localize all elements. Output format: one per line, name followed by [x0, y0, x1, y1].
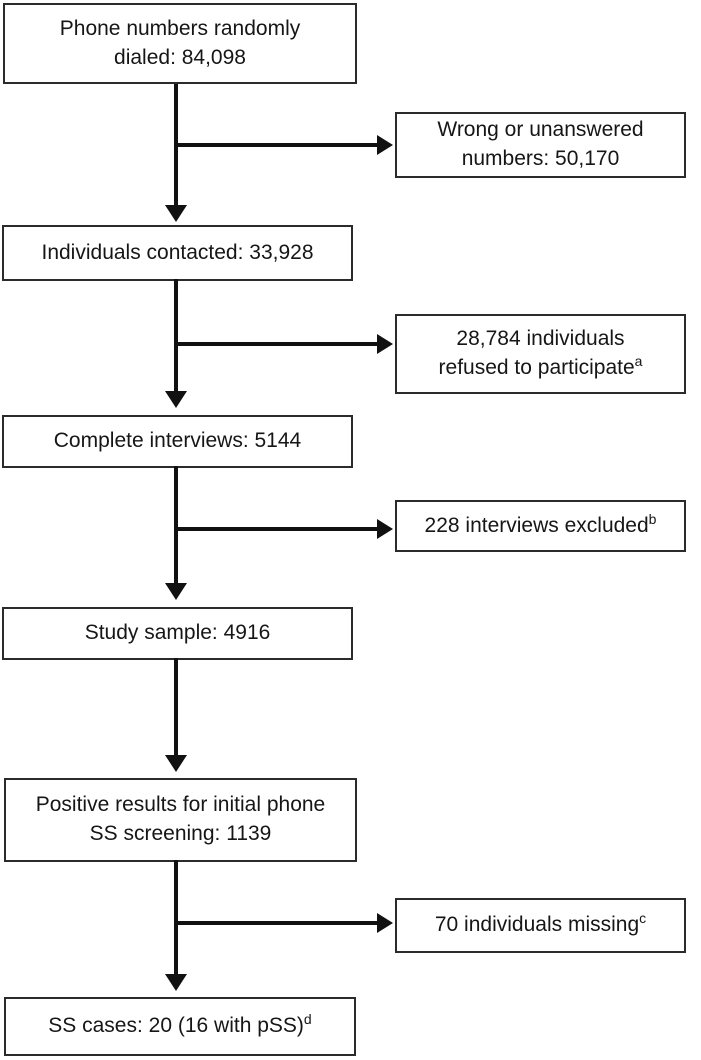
arrowhead-right-1-icon: [377, 135, 393, 155]
flow-node-individuals-contacted-label: Individuals contacted: 33,928: [35, 237, 319, 270]
arrowhead-right-2-icon: [377, 334, 393, 354]
flow-node-individuals-missing: 70 individuals missingc: [395, 898, 686, 953]
arrowhead-down-5-icon: [165, 974, 187, 991]
flow-node-positive-screening: Positive results for initial phone SS sc…: [4, 778, 357, 862]
flow-node-interviews-excluded-text: 228 interviews excluded: [424, 513, 649, 537]
flow-node-study-sample: Study sample: 4916: [2, 607, 353, 660]
flow-node-complete-interviews-label: Complete interviews: 5144: [48, 425, 307, 458]
flow-node-individuals-contacted: Individuals contacted: 33,928: [2, 225, 353, 281]
arrowhead-down-4-icon: [165, 755, 187, 772]
flow-node-individuals-missing-label: 70 individuals missingc: [429, 909, 652, 942]
arrowhead-down-2-icon: [165, 391, 187, 408]
flow-node-study-sample-text: Study sample: 4916: [84, 621, 271, 645]
flow-node-individuals-missing-sup: c: [639, 910, 647, 927]
branch-line-3: [176, 527, 379, 531]
flow-node-interviews-excluded: 228 interviews excludedb: [395, 500, 686, 552]
flow-node-ss-cases-sup: d: [303, 1011, 312, 1028]
arrow-line-2: [174, 279, 178, 393]
arrowhead-down-1-icon: [165, 205, 187, 222]
flow-node-interviews-excluded-sup: b: [648, 510, 657, 527]
flow-node-refused-label: 28,784 individuals refused to participat…: [433, 323, 649, 385]
flow-node-phone-dialed-label: Phone numbers randomly dialed: 84,098: [54, 13, 306, 75]
flow-node-refused-sup: a: [634, 353, 643, 369]
arrow-line-5: [174, 860, 178, 976]
arrowhead-right-4-icon: [377, 913, 393, 933]
flow-node-ss-cases-text: SS cases: 20 (16 with pSS): [48, 1014, 304, 1038]
flow-node-wrong-numbers-label: Wrong or unanswered numbers: 50,170: [431, 114, 649, 176]
branch-line-2: [176, 342, 379, 346]
flow-node-interviews-excluded-label: 228 interviews excludedb: [419, 510, 663, 543]
arrowhead-right-3-icon: [377, 519, 393, 539]
flow-node-individuals-missing-text: 70 individuals missing: [434, 913, 640, 937]
flow-node-ss-cases-label: SS cases: 20 (16 with pSS)d: [42, 1010, 317, 1043]
flow-node-wrong-numbers: Wrong or unanswered numbers: 50,170: [395, 112, 686, 178]
arrow-line-3: [174, 466, 178, 585]
flow-node-phone-dialed: Phone numbers randomly dialed: 84,098: [3, 3, 357, 84]
branch-line-4: [176, 921, 379, 925]
flow-node-complete-interviews-text: Complete interviews: 5144: [53, 429, 302, 453]
flow-node-phone-dialed-text: Phone numbers randomly dialed: 84,098: [59, 16, 301, 69]
flow-node-positive-screening-label: Positive results for initial phone SS sc…: [30, 789, 331, 851]
flow-node-positive-screening-text: Positive results for initial phone SS sc…: [35, 793, 326, 845]
flow-node-refused: 28,784 individuals refused to participat…: [395, 314, 686, 394]
flow-node-individuals-contacted-text: Individuals contacted: 33,928: [41, 240, 314, 264]
flow-node-refused-text: 28,784 individuals refused to participat…: [438, 327, 635, 379]
arrowhead-down-3-icon: [165, 583, 187, 600]
branch-line-1: [176, 143, 379, 147]
flow-node-ss-cases: SS cases: 20 (16 with pSS)d: [4, 997, 356, 1056]
flow-node-complete-interviews: Complete interviews: 5144: [2, 415, 353, 468]
flow-node-study-sample-label: Study sample: 4916: [79, 617, 277, 650]
flow-node-wrong-numbers-text: Wrong or unanswered numbers: 50,170: [437, 118, 644, 170]
arrow-line-4: [174, 658, 178, 757]
